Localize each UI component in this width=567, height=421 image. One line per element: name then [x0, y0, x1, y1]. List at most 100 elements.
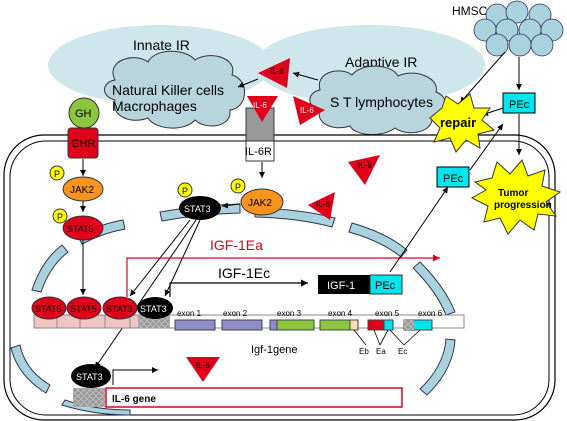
- exon6-grid-box: [404, 320, 414, 330]
- stat3-binding-grid: [138, 315, 170, 328]
- igf1ea-label: IGF-1Ea: [210, 237, 263, 253]
- il6-promoter-grid: [73, 388, 105, 407]
- tumor-label: Tumor: [498, 188, 528, 199]
- stat5-cyto-label: STAT5: [67, 224, 94, 234]
- il6-low-label: IL-6: [316, 200, 330, 209]
- p-stat3-label: P: [182, 186, 188, 196]
- exon4-box: [319, 319, 351, 331]
- ec-label: Ec: [398, 347, 407, 356]
- exon3-label: exon 3: [277, 309, 302, 318]
- jak2-right-label: JAK2: [248, 198, 272, 209]
- repair-burst: [429, 93, 496, 153]
- stat5-dna-1-label: STAT5: [35, 304, 62, 314]
- nk-cells-label: Natural Killer cells: [112, 82, 224, 98]
- il6-ligand: IL-6: [258, 58, 290, 88]
- il6-gene-label: IL-6 gene: [112, 394, 156, 405]
- pec-upper-box: [502, 92, 536, 114]
- stat5-dna-2-label: STAT5: [70, 304, 97, 314]
- pec-protein: [369, 274, 403, 295]
- il6-gene-box: [105, 387, 403, 408]
- il6-bottom-label: IL-6: [196, 361, 210, 370]
- stat3-dna-red-label: STAT3: [106, 304, 133, 314]
- jak2-right: [240, 188, 284, 216]
- exon4-label: exon 4: [328, 309, 353, 318]
- stat3-dna-black-label: STAT3: [140, 304, 167, 314]
- cell-inner-membrane: [9, 140, 550, 416]
- pec-secreted-label: PEc: [443, 173, 464, 185]
- exon6-label: exon 6: [418, 309, 443, 318]
- il6r-label: IL-6R: [245, 146, 272, 158]
- ghr-label: GHR: [71, 138, 96, 150]
- p-stat5: [52, 208, 68, 224]
- exon5-ec-box: [383, 319, 394, 331]
- pec-secreted-box: [436, 166, 470, 188]
- stat3-dna-black: [137, 297, 173, 319]
- il6-ligand: IL-6: [308, 192, 335, 220]
- exon2-box: [221, 319, 263, 331]
- hmsc-label: HMSC: [452, 4, 488, 18]
- p-jak2-right-label: P: [235, 182, 241, 192]
- arrow-pec-to-upper: [469, 123, 504, 171]
- hmsc-cell-cluster: [473, 0, 564, 57]
- gh-label: GH: [75, 108, 92, 120]
- splice-lines: [353, 329, 421, 346]
- st-lymphocytes-label: S T lymphocytes: [330, 94, 433, 110]
- stat3-cyto: [179, 196, 221, 220]
- p-stat3: [177, 182, 193, 198]
- progression-label: progression: [494, 200, 552, 211]
- arrow-adaptive-to-il6: [292, 71, 319, 81]
- il6-ligand: IL-6: [186, 357, 220, 382]
- pec-upper-label: PEc: [509, 99, 530, 111]
- exon5-box: [367, 319, 385, 331]
- stat3-il6gene: [71, 364, 111, 388]
- exon3-box: [276, 319, 315, 331]
- pec-protein-label: PEc: [375, 280, 396, 292]
- exon2-label: exon 2: [223, 309, 248, 318]
- il6-mid-label: IL-6: [358, 161, 372, 170]
- p-stat5-label: P: [57, 212, 63, 222]
- igf1gene-label: Igf-1gene: [251, 344, 297, 356]
- il6-transcription-arrow: [112, 367, 158, 385]
- p-left-jak2: [49, 165, 65, 181]
- il6r-receptor-box: [245, 140, 275, 162]
- innate-ir-label: Innate IR: [133, 37, 190, 53]
- stat5-dna-2: [66, 296, 102, 320]
- il6-top-label: IL-6: [270, 67, 284, 76]
- exon5-label: exon 5: [375, 309, 400, 318]
- stat5-dna-1: [31, 296, 67, 320]
- il6-receptor-ligand-label: IL-6: [253, 101, 267, 110]
- ghr-receptor: [67, 127, 99, 159]
- stat3-cyto-label: STAT3: [184, 204, 211, 214]
- arrow-stat3-to-il6gene: [94, 219, 197, 369]
- jak2-left-label: JAK2: [70, 185, 94, 196]
- il6-ligand: IL-6: [293, 96, 325, 125]
- stat3-il6gene-label: STAT3: [76, 372, 103, 382]
- exon4-eb-box: [349, 319, 359, 331]
- igf1ec-arrow: [169, 279, 308, 297]
- arrow-il6-to-innate: [237, 78, 259, 88]
- exon1-label: exon 1: [177, 309, 202, 318]
- il6-ligand: IL-6: [348, 155, 380, 185]
- macrophages-label: Macrophages: [112, 98, 197, 114]
- il6-right-label: IL-6: [300, 106, 314, 115]
- arrow-jak2-to-stat3: [221, 202, 241, 209]
- eb-label: Eb: [359, 347, 369, 356]
- cell-outer-membrane: [3, 134, 556, 421]
- adaptive-ir-label: Adaptive IR: [345, 54, 417, 70]
- exon1-box: [174, 319, 216, 331]
- ea-label: Ea: [376, 347, 386, 356]
- igf1-protein-label: IGF-1: [327, 280, 355, 292]
- nk-macrophage-cloud: [104, 50, 245, 129]
- arrow-to-pec-secreted: [389, 186, 449, 273]
- repair-label: repair: [440, 115, 476, 130]
- tumor-burst: [470, 159, 562, 235]
- exon3-left-box: [269, 319, 278, 331]
- p-jak2-left-label: P: [54, 169, 60, 179]
- igf1-protein: [318, 275, 370, 294]
- igf1ec-label: IGF-1Ec: [218, 265, 270, 281]
- arrow-hmsc-to-repair: [459, 51, 506, 104]
- p-jak2-right: [230, 178, 246, 194]
- il6-ligand: IL-6: [247, 96, 278, 122]
- igf1ea-arrow: [126, 254, 440, 297]
